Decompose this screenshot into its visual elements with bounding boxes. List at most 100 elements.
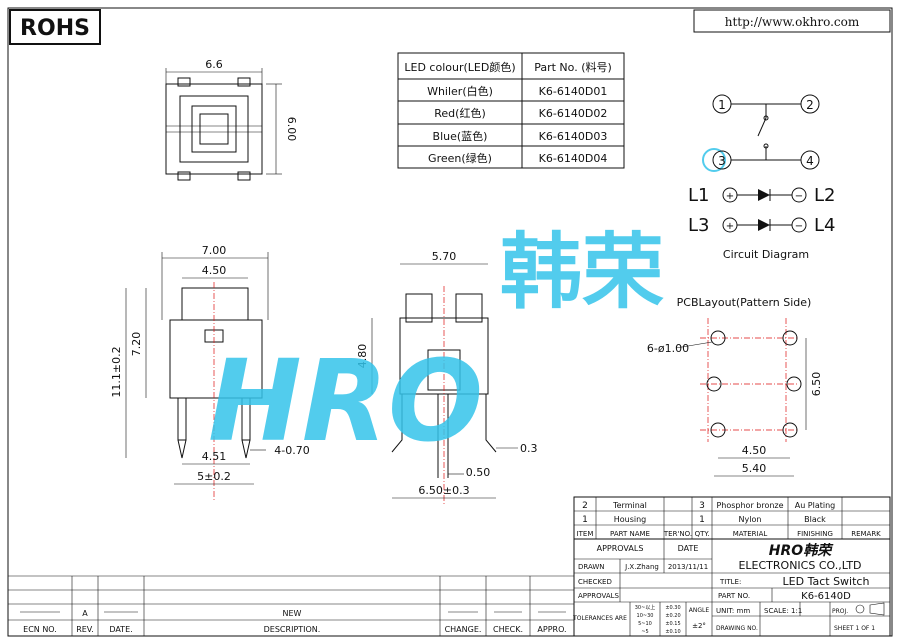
side-pin-thk-dim: 0.3	[520, 442, 538, 455]
projection-icon	[855, 604, 865, 614]
pcb-outer-w-dim: 5.40	[742, 462, 767, 475]
led-table-cell: Whiler(白色)	[427, 84, 493, 98]
bom-name: Terminal	[612, 501, 647, 510]
tol-range: ~5	[641, 629, 648, 635]
bom-header: MATERIAL	[733, 530, 768, 538]
rohs-box	[9, 9, 101, 45]
approvals-label: APPROVALS	[597, 544, 644, 553]
company-name: ELECTRONICS CO.,LTD	[738, 559, 861, 572]
bom-qty: 3	[699, 501, 705, 511]
bom-header: QTY.	[695, 530, 710, 538]
front-base-width-dim: 5±0.2	[197, 470, 231, 483]
led-table-cell: Red(红色)	[434, 106, 485, 120]
bom-material: Nylon	[739, 515, 762, 524]
rohs-label: ROHS	[20, 16, 90, 41]
bom-finish: Black	[804, 515, 826, 524]
company-logo: HRO韩荣	[769, 542, 834, 559]
led-table-header-colour: LED colour(LED颜色)	[404, 60, 515, 74]
side-height-dim: 4.80	[356, 344, 369, 369]
date-label: DATE.	[109, 625, 132, 634]
tol-range: 5~10	[638, 621, 652, 627]
drawn-label: DRAWN	[578, 563, 605, 571]
date-label: DATE	[678, 544, 699, 553]
tol-value: ±0.15	[665, 621, 680, 627]
led-table-cell: K6-6140D03	[539, 130, 608, 143]
tol-range: 10~30	[637, 613, 654, 619]
checked-label: CHECKED	[578, 578, 612, 586]
tol-value: ±0.20	[665, 613, 680, 619]
rev-label: REV.	[76, 625, 94, 634]
led-colour-table: LED colour(LED颜色) Part No. (料号) Whiler(白…	[397, 52, 625, 169]
circuit-node: 4	[806, 154, 814, 168]
part-label: PART NO.	[718, 592, 750, 600]
side-base-width-dim: 6.50±0.3	[418, 484, 469, 497]
appro-label: APPRO.	[537, 625, 566, 634]
bom-header: ITEM	[577, 530, 594, 538]
circuit-title: Circuit Diagram	[723, 248, 809, 261]
top-width-dim: 6.6	[205, 58, 223, 71]
hro-watermark: HRO 韩荣	[208, 148, 726, 467]
bom-finish: Au Plating	[795, 501, 836, 510]
bom-header: TER'NO.	[663, 530, 692, 538]
minus-icon: −	[795, 191, 803, 202]
website-box	[693, 9, 891, 33]
circuit-l-label: L4	[814, 215, 835, 236]
tol-range: 30~以上	[635, 604, 656, 611]
tol-value: ±0.30	[665, 605, 680, 611]
front-height-body-dim: 7.20	[130, 332, 143, 357]
bom-qty: 1	[699, 515, 705, 525]
front-pin-spacing-dim: 4.51	[202, 450, 227, 463]
desc-value: NEW	[283, 609, 302, 618]
pcb-title: PCBLayout(Pattern Side)	[677, 296, 812, 309]
website-text[interactable]: http://www.okhro.com	[725, 15, 860, 29]
title-value: LED Tact Switch	[783, 575, 870, 588]
side-pin-w-dim: 0.50	[466, 466, 491, 479]
circuit-l-label: L2	[814, 185, 835, 206]
check-label: CHECK.	[493, 625, 523, 634]
plus-icon: +	[726, 191, 734, 202]
pcb-holes-dim: 6-ø1.00	[647, 342, 689, 355]
angle-value: ±2°	[692, 622, 706, 630]
sheet-label: SHEET 1 OF 1	[834, 625, 875, 632]
description-label: DESCRIPTION.	[264, 625, 321, 634]
drawn-by: J.X.Zhang	[624, 563, 659, 571]
rev-value: A	[82, 609, 88, 618]
bom-material: Phosphor bronze	[716, 501, 783, 510]
bom-table: 2 Terminal 3 Phosphor bronze Au Plating …	[573, 496, 891, 540]
drawing-no-label: DRAWING NO.	[716, 625, 758, 632]
proj-label: PROJ.	[832, 608, 848, 615]
revision-block: A NEW ECN NO. REV. DATE. DESCRIPTION. CH…	[8, 575, 574, 636]
approvals2-label: APPROVALS	[578, 592, 620, 600]
front-view: 7.00 4.50 11.1±0.2 7.20 4.51 5±0.2 4-0.7…	[110, 244, 310, 500]
side-view: 5.70 4.80 0.3 0.50 6.50±0.3	[356, 250, 538, 506]
led-table-header-part: Part No. (料号)	[534, 60, 612, 74]
title-block: APPROVALS DATE DRAWN J.X.Zhang 2013/11/1…	[572, 538, 891, 637]
part-value: K6-6140D	[801, 591, 851, 602]
led-table-cell: Blue(蓝色)	[433, 129, 488, 143]
registered-mark-icon	[702, 148, 726, 172]
circuit-l-label: L3	[688, 215, 709, 236]
title-label: TITLE:	[719, 578, 741, 586]
front-height-total-dim: 11.1±0.2	[110, 346, 123, 397]
front-width-inner-dim: 4.50	[202, 264, 227, 277]
plus-icon: +	[726, 221, 734, 232]
bom-item: 1	[582, 515, 588, 525]
angle-label: ANGLE	[689, 607, 710, 614]
led-table-cell: Green(绿色)	[428, 151, 492, 165]
ecn-label: ECN NO.	[23, 625, 57, 634]
led-table-cell: K6-6140D04	[539, 152, 608, 165]
change-label: CHANGE.	[445, 625, 482, 634]
minus-icon: −	[795, 221, 803, 232]
top-height-dim: 6.00	[285, 117, 298, 142]
scale-label: SCALE: 1:1	[764, 607, 802, 615]
bom-name: Housing	[614, 515, 647, 524]
front-width-top-dim: 7.00	[202, 244, 227, 257]
circuit-node: 2	[806, 98, 814, 112]
unit-label: UNIT: mm	[716, 607, 750, 615]
pcb-v-dim: 6.50	[810, 372, 823, 397]
top-view: 6.6 6.00	[165, 58, 298, 181]
pcb-layout: PCBLayout(Pattern Side) 6-ø1.00 6.50 4.5…	[647, 296, 823, 477]
circuit-l-label: L1	[688, 185, 709, 206]
side-width-top-dim: 5.70	[432, 250, 457, 263]
